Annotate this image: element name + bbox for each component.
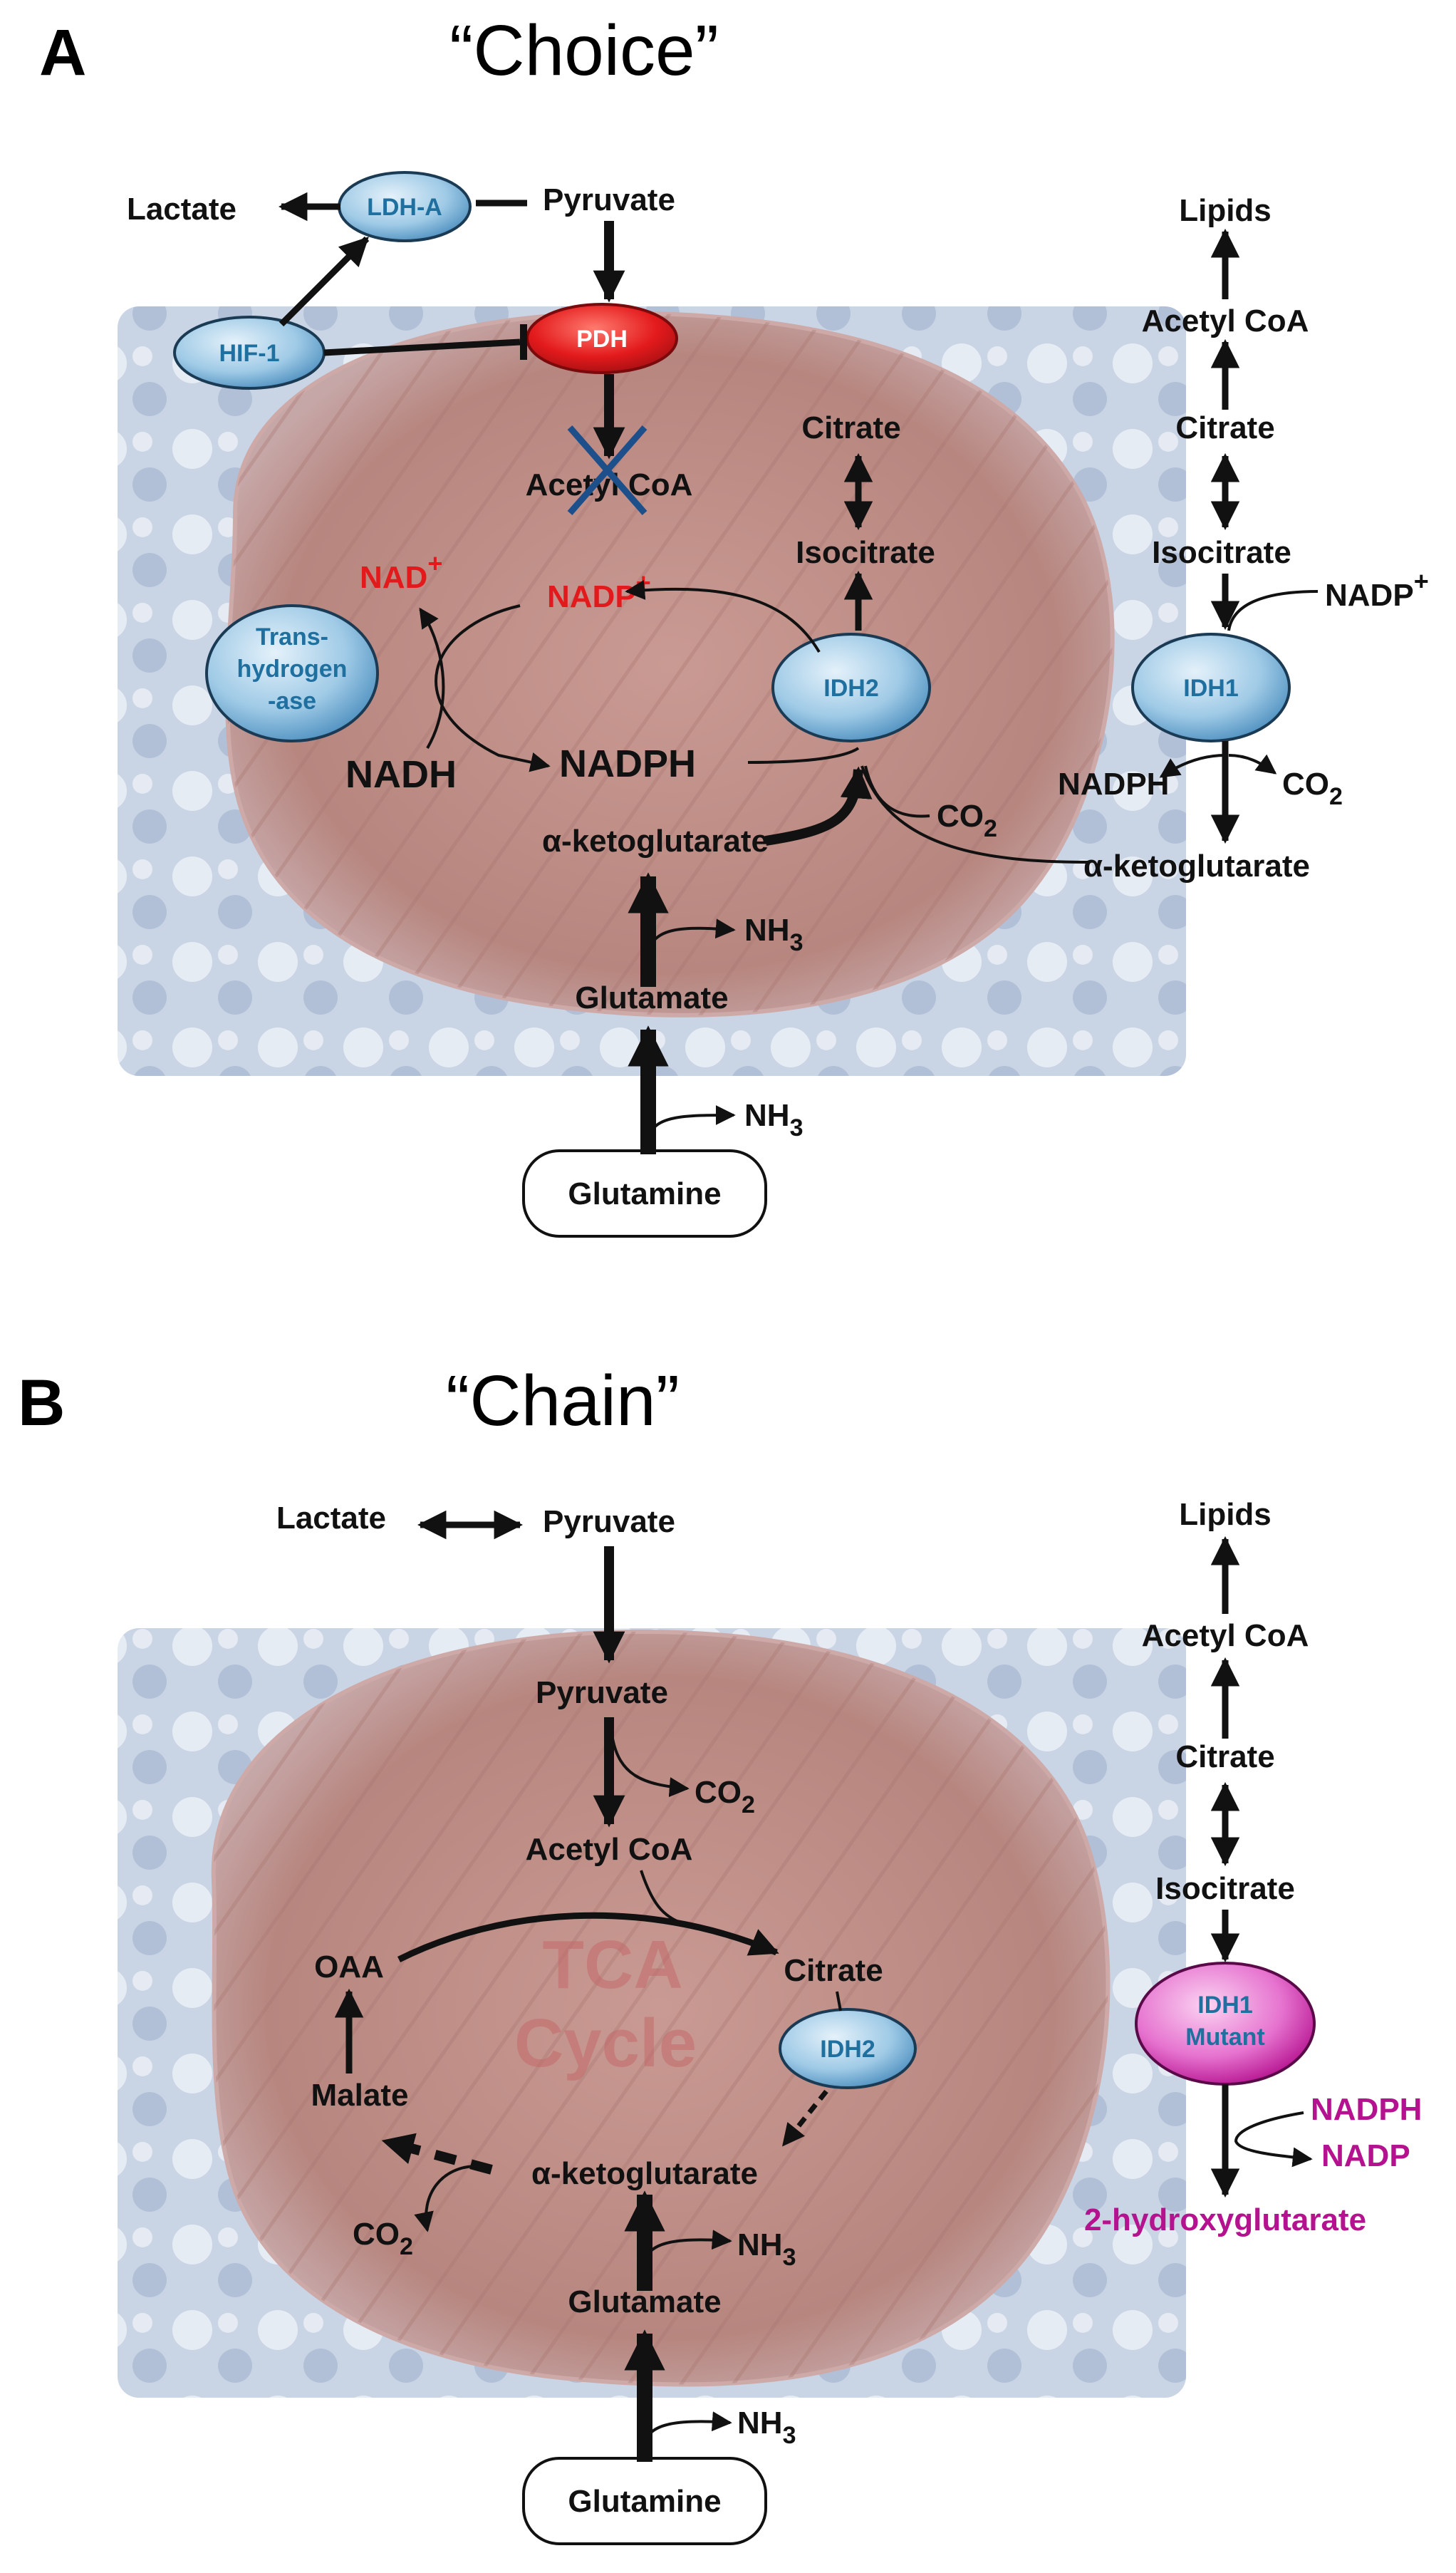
panel-a-letter: A <box>39 16 86 89</box>
panel-a: A “Choice” LDH-A HIF-1 PDH Trans- hydrog… <box>39 11 1429 1238</box>
idh1-enzyme <box>1131 633 1291 742</box>
idh2-enzyme <box>771 633 931 742</box>
nadph-b-label: NADPH <box>1311 2092 1422 2127</box>
panel-b: B “Chain” Lactate Pyruvate Pyruvate CO2 … <box>18 1361 1422 2545</box>
panel-a-title: “Choice” <box>449 11 719 90</box>
tca-label-1: TCA <box>542 1927 682 2003</box>
arrow-co2-release-bottom <box>414 2165 478 2232</box>
nh3-b-mito-label: NH3 <box>737 2227 796 2271</box>
acetyl-coa-b-cyto-label: Acetyl CoA <box>1142 1618 1309 1653</box>
line-nadp-idh1 <box>1227 590 1319 631</box>
arrow-idh2-akg <box>781 2089 828 2147</box>
isocitrate-b-cyto-label: Isocitrate <box>1155 1871 1295 1906</box>
line-citrate-idh2 <box>836 1991 842 2012</box>
arrow-nh3-release-b1 <box>643 2230 732 2263</box>
arrow-nadph-nadp <box>1234 2111 1313 2168</box>
pyruvate-mito-label: Pyruvate <box>536 1675 668 1710</box>
lipids-label: Lipids <box>1179 193 1272 228</box>
arrow-nh3-release-2 <box>647 1105 736 1141</box>
nadp-cyto-label: NADP+ <box>1325 566 1429 613</box>
nh3-b-cyto-label: NH3 <box>737 2406 796 2449</box>
citrate-b-label: Citrate <box>784 1953 883 1988</box>
citrate-b-cyto-label: Citrate <box>1175 1739 1274 1774</box>
nadph-label: NADPH <box>559 742 696 785</box>
isocitrate-cyto-label: Isocitrate <box>1152 535 1291 570</box>
co2-b-top-label: CO2 <box>695 1775 755 1818</box>
arrow-co2-release-top <box>611 1738 690 1798</box>
transhydrogenase-label-2: hydrogen <box>237 656 348 683</box>
co2-mito-label: CO2 <box>937 799 997 842</box>
akg-b-label: α-ketoglutarate <box>531 2156 758 2191</box>
pyruvate-b-label: Pyruvate <box>543 1504 675 1539</box>
lactate-b-label: Lactate <box>276 1501 386 1536</box>
panel-b-letter: B <box>18 1367 65 1439</box>
panel-b-title: “Chain” <box>446 1361 680 1441</box>
arrow-akg-idh2 <box>764 766 873 846</box>
nh3-mito-label: NH3 <box>744 913 803 956</box>
acetyl-coa-b-label: Acetyl CoA <box>526 1832 693 1867</box>
pyruvate-label: Pyruvate <box>543 182 675 217</box>
pdh-label: PDH <box>576 326 628 353</box>
arrow-nh3-release-b2 <box>643 2411 732 2445</box>
tca-label-2: Cycle <box>514 2005 697 2081</box>
idh1-mutant-label-2: Mutant <box>1185 2024 1264 2051</box>
arrow-nh3-release-1 <box>647 918 736 956</box>
co2-b-bottom-label: CO2 <box>353 2217 413 2260</box>
idh1-label: IDH1 <box>1183 675 1238 702</box>
arrow-nadh-nad <box>419 607 445 749</box>
transhydrogenase-enzyme <box>205 604 379 742</box>
transhydrogenase-label-3: -ase <box>268 688 316 715</box>
citrate-mito-label: Citrate <box>801 410 900 445</box>
akg-cyto-label: α-ketoglutarate <box>1083 849 1310 884</box>
transhydrogenase-label-1: Trans- <box>256 623 328 651</box>
arrow-nadp-nadph <box>435 604 551 772</box>
ldh-a-label: LDH-A <box>367 194 442 221</box>
line-acetylcoa-merge <box>640 1870 685 1925</box>
nadh-label: NADH <box>345 753 457 796</box>
nadp-b-label: NADP <box>1321 2138 1410 2173</box>
glutamine-b-label: Glutamine <box>568 2484 721 2519</box>
mitochondrion-b-cristae <box>213 1632 1108 2385</box>
oaa-label: OAA <box>314 1950 384 1984</box>
cross-mark-2 <box>567 425 648 515</box>
arrow-hif1-ldha <box>279 236 370 327</box>
isocitrate-mito-label: Isocitrate <box>796 535 935 570</box>
idh2-b-enzyme <box>779 2008 917 2089</box>
mitochondrion-cristae <box>227 313 1113 1015</box>
acetyl-coa-cyto-label: Acetyl CoA <box>1142 304 1309 338</box>
arrow-idh2-nadp <box>625 579 821 653</box>
hif-1-label: HIF-1 <box>219 340 280 367</box>
idh2-b-label: IDH2 <box>820 2036 875 2063</box>
inhibition-hif1-pdh <box>323 338 521 356</box>
akg-mito-label: α-ketoglutarate <box>542 824 769 859</box>
lactate-label: Lactate <box>127 192 236 227</box>
arrow-oaa-citrate <box>397 1912 779 1963</box>
idh1-mutant-label-1: IDH1 <box>1197 1992 1252 2019</box>
arrow-idh1-nadph <box>1159 754 1226 778</box>
glutamine-label: Glutamine <box>568 1176 721 1211</box>
co2-cyto-label: CO2 <box>1282 767 1343 810</box>
hydroxyglutarate-label: 2-hydroxyglutarate <box>1084 2202 1366 2237</box>
line-akg-cyto-idh2 <box>860 765 1091 864</box>
arrow-idh1-co2 <box>1228 754 1277 775</box>
nad-label: NAD+ <box>360 549 442 595</box>
malate-label: Malate <box>311 2078 409 2113</box>
nh3-cyto-label: NH3 <box>744 1098 803 1141</box>
nadph-cyto-label: NADPH <box>1058 767 1169 802</box>
citrate-cyto-label: Citrate <box>1175 410 1274 445</box>
lipids-b-label: Lipids <box>1179 1497 1272 1532</box>
line-nadph-idh2 <box>747 747 860 764</box>
idh2-label: IDH2 <box>823 675 878 702</box>
